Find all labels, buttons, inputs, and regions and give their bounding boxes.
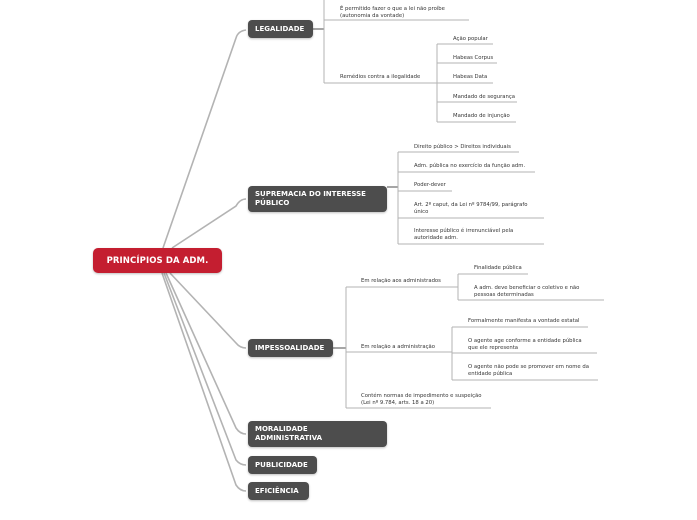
topic-supremacia[interactable]: SUPREMACIA DO INTERESSE PÚBLICO: [248, 186, 387, 212]
leaf-acao-popular[interactable]: Ação popular: [453, 36, 488, 42]
subtopic-poder-dever[interactable]: Poder-dever: [414, 182, 446, 188]
link-moralidade: [165, 272, 247, 435]
subtopic-art-2[interactable]: Art. 2º caput, da Lei nº 9784/99, parágr…: [414, 202, 528, 215]
link-impessoalidade: [169, 272, 247, 349]
subtopic-autonomia[interactable]: É permitido fazer o que a lei não proíbe…: [340, 6, 445, 19]
root-links: [161, 29, 247, 492]
subtopic-direito-publico[interactable]: Direito público > Direitos individuais: [414, 144, 511, 150]
topic-eficiencia[interactable]: EFICIÊNCIA: [248, 482, 309, 500]
leaf-finalidade-publica[interactable]: Finalidade pública: [474, 265, 522, 271]
link-legalidade: [162, 29, 247, 249]
leaf-vontade-estatal[interactable]: Formalmente manifesta a vontade estatal: [468, 318, 580, 324]
leaf-habeas-data[interactable]: Habeas Data: [453, 74, 488, 80]
leaf-agente-age[interactable]: O agente age conforme a entidade pública…: [468, 338, 582, 351]
topic-legalidade[interactable]: LEGALIDADE: [248, 20, 313, 38]
leaf-beneficiar-coletivo[interactable]: A adm. deve beneficiar o coletivo e não …: [474, 285, 580, 298]
subtopic-administracao[interactable]: Em relação a administração: [361, 344, 435, 350]
subtopic-interesse-irrenunciavel[interactable]: Interesse público é irrenunciável pela a…: [414, 228, 514, 241]
leaf-habeas-corpus[interactable]: Habeas Corpus: [453, 55, 494, 61]
subtopic-remedios[interactable]: Remédios contra a ilegalidade: [340, 74, 421, 80]
subtopic-adm-publica[interactable]: Adm. pública no exercício da função adm.: [414, 163, 526, 169]
leaf-agente-promover[interactable]: O agente não pode se promover em nome da…: [468, 364, 589, 377]
root-topic[interactable]: PRINCÍPIOS DA ADM.: [93, 248, 222, 273]
leaf-mandado-seguranca[interactable]: Mandado de segurança: [453, 94, 516, 100]
subtopic-impedimento[interactable]: Contém normas de impedimento e suspeição…: [361, 393, 482, 406]
subtopic-administrados[interactable]: Em relação aos administrados: [361, 278, 441, 284]
link-supremacia: [171, 198, 247, 249]
topic-impessoalidade[interactable]: IMPESSOALIDADE: [248, 339, 333, 357]
link-eficiencia: [161, 272, 247, 492]
topic-moralidade[interactable]: MORALIDADE ADMINISTRATIVA: [248, 421, 387, 447]
leaf-mandado-injuncao[interactable]: Mandado de injunção: [453, 113, 510, 119]
link-publicidade: [163, 272, 247, 466]
topic-publicidade[interactable]: PUBLICIDADE: [248, 456, 317, 474]
